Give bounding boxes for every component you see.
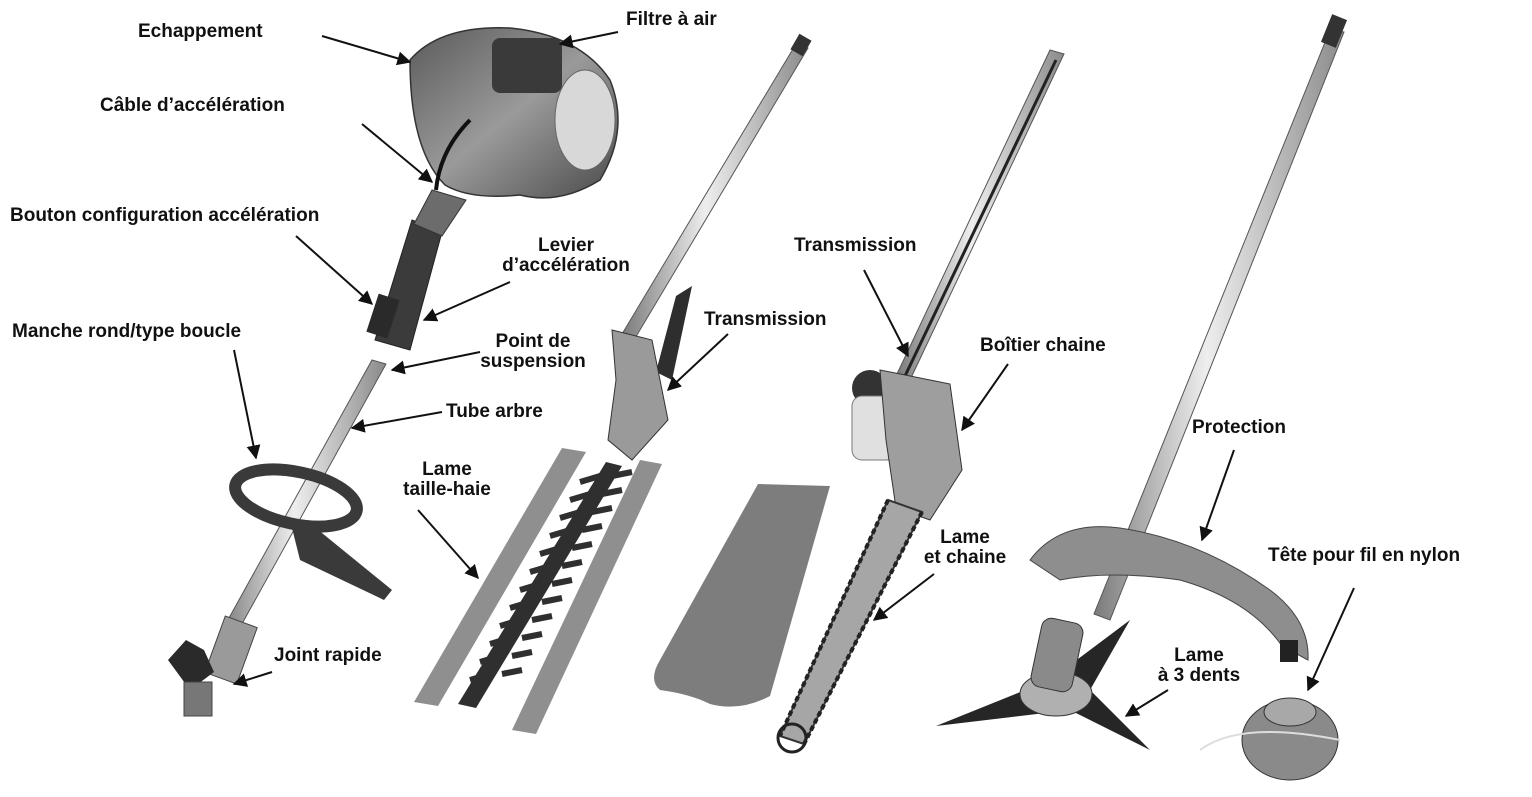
loop-handle-leg: [290, 520, 392, 600]
nylon-head-top: [1264, 698, 1316, 726]
label-boitier-chaine: Boîtier chaine: [980, 336, 1106, 356]
label-joint-rapide: Joint rapide: [274, 646, 382, 666]
label-levier-line2: d’accélération: [496, 256, 636, 276]
label-cable-acceleration: Câble d’accélération: [100, 96, 285, 116]
label-lame-chaine: Lame et chaine: [900, 528, 1030, 568]
label-tube-arbre: Tube arbre: [446, 402, 543, 422]
label-lame-taille-line2: taille-haie: [382, 480, 512, 500]
label-lame-3-line1: Lame: [1134, 646, 1264, 666]
guard-clip: [1280, 640, 1298, 662]
label-lame-taille-haie: Lame taille-haie: [382, 460, 512, 500]
arrow-boitier: [962, 364, 1008, 430]
saw-shaft: [896, 50, 1064, 380]
arrow-tete-nylon: [1308, 588, 1354, 690]
arrow-manche: [234, 350, 256, 458]
hedge-gearbox: [608, 330, 668, 460]
label-point-suspension: Point de suspension: [468, 332, 598, 372]
label-lame-chaine-line1: Lame: [900, 528, 1030, 548]
label-transmission-saw: Transmission: [794, 236, 917, 256]
leader-arrows: [234, 32, 1354, 716]
chain-cover: [654, 484, 830, 707]
hedge-handle: [656, 286, 692, 380]
arrow-levier: [424, 282, 510, 320]
arrow-protection: [1202, 450, 1234, 540]
pole-saw: [778, 50, 1064, 752]
quick-joint-tip: [184, 682, 212, 716]
hedge-shaft: [622, 44, 808, 340]
arrow-lame-taille: [418, 510, 478, 578]
label-point-line2: suspension: [468, 352, 598, 372]
label-echappement: Echappement: [138, 22, 263, 42]
label-transmission-hedge: Transmission: [704, 310, 827, 330]
label-levier-line1: Levier: [496, 236, 636, 256]
arrow-transmission-saw: [864, 270, 908, 356]
label-protection: Protection: [1192, 418, 1286, 438]
fuel-tank: [555, 70, 615, 170]
label-filtre-air: Filtre à air: [626, 10, 717, 30]
label-lame-3-line2: à 3 dents: [1134, 666, 1264, 686]
air-filter-cover: [492, 38, 562, 93]
quick-joint-body: [205, 616, 257, 684]
label-tete-nylon: Tête pour fil en nylon: [1268, 546, 1460, 566]
chain-housing: [880, 370, 962, 520]
arrow-filtre-air: [560, 32, 618, 44]
arrow-lame-3: [1126, 690, 1168, 716]
saw-shaft-shadow: [905, 60, 1056, 376]
label-lame-taille-line1: Lame: [382, 460, 512, 480]
label-point-line1: Point de: [468, 332, 598, 352]
arrow-point: [392, 352, 480, 370]
label-bouton-configuration: Bouton configuration accélération: [10, 206, 319, 226]
label-manche: Manche rond/type boucle: [12, 322, 241, 342]
label-levier: Levier d’accélération: [496, 236, 636, 276]
arrow-tube: [352, 412, 442, 428]
trimmer-shaft-cap: [1321, 14, 1347, 48]
arrow-bouton: [296, 236, 372, 304]
label-lame-3-dents: Lame à 3 dents: [1134, 646, 1264, 686]
arrow-echappement: [322, 36, 410, 62]
label-lame-chaine-line2: et chaine: [900, 548, 1030, 568]
